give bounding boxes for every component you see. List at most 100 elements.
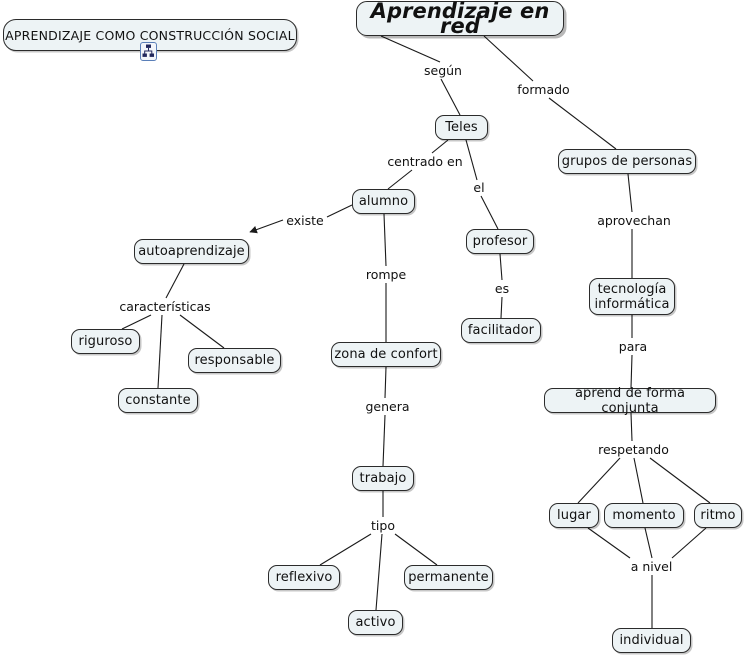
node-permanente[interactable]: permanente: [404, 565, 493, 590]
node-riguroso[interactable]: riguroso: [71, 329, 140, 354]
edge-tipo-activo: [375, 533, 383, 611]
node-alumno[interactable]: alumno: [352, 189, 415, 214]
node-label: reflexivo: [275, 570, 333, 585]
link-label-respetando[interactable]: respetando: [595, 442, 672, 458]
node-label: activo: [355, 615, 396, 630]
node-header[interactable]: APRENDIZAJE COMO CONSTRUCCIÓN SOCIAL: [3, 19, 297, 51]
node-grupos[interactable]: grupos de personas: [558, 149, 696, 174]
node-label: responsable: [194, 353, 275, 368]
node-zona[interactable]: zona de confort: [331, 342, 441, 367]
node-label: tecnología informática: [594, 281, 670, 312]
edge-tipo-permanente: [394, 533, 438, 566]
edge-aprendconj-respetando: [630, 412, 633, 442]
node-label: constante: [125, 393, 191, 408]
node-label: lugar: [557, 508, 591, 523]
edge-es-facilitador: [500, 296, 503, 319]
edge-grupos-aprovechan: [627, 173, 633, 213]
edge-zona-genera: [384, 366, 387, 399]
link-label-text: características: [119, 299, 211, 314]
node-momento[interactable]: momento: [604, 503, 684, 528]
edge-segun-teles: [440, 78, 461, 116]
edge-existe-auto: [249, 219, 284, 234]
node-trabajo[interactable]: trabajo: [352, 466, 414, 491]
link-label-text: genera: [365, 399, 410, 414]
edge-tipo-reflexivo: [319, 533, 372, 566]
link-label-segun[interactable]: según: [418, 63, 468, 79]
node-label: ritmo: [700, 508, 736, 523]
node-responsable[interactable]: responsable: [188, 348, 281, 373]
node-label: riguroso: [78, 334, 133, 349]
edge-profesor-es: [499, 253, 503, 281]
node-label: profesor: [472, 234, 528, 249]
node-label: autoaprendizaje: [138, 244, 245, 259]
node-label: Teles: [445, 120, 478, 135]
node-profesor[interactable]: profesor: [466, 229, 534, 254]
link-label-formado[interactable]: formado: [512, 82, 575, 98]
node-reflexivo[interactable]: reflexivo: [268, 565, 340, 590]
node-label: Aprendizaje en red: [370, 0, 550, 38]
edge-respetando-momento: [633, 457, 644, 504]
node-label: alumno: [358, 194, 409, 209]
edge-caract-constante: [157, 314, 163, 389]
link-label-text: tipo: [371, 518, 395, 533]
edge-para-aprendconj: [630, 354, 633, 389]
node-lugar[interactable]: lugar: [549, 503, 599, 528]
node-teles[interactable]: Teles: [435, 115, 488, 140]
edge-el-profesor: [480, 195, 499, 230]
link-label-a_nivel[interactable]: a nivel: [628, 559, 675, 575]
edge-teles-el: [465, 139, 478, 181]
node-ritmo[interactable]: ritmo: [694, 503, 742, 528]
concept-map-icon[interactable]: [140, 42, 157, 61]
link-label-text: rompe: [365, 267, 407, 282]
edge-teles-centrado: [431, 139, 449, 154]
node-label: APRENDIZAJE COMO CONSTRUCCIÓN SOCIAL: [5, 27, 295, 43]
edge-caract-responsable: [179, 314, 225, 349]
link-label-text: para: [618, 339, 648, 354]
edge-lugar-anivel: [587, 527, 631, 559]
link-label-el[interactable]: el: [471, 180, 487, 196]
link-label-existe[interactable]: existe: [283, 213, 327, 229]
link-label-rompe[interactable]: rompe: [364, 267, 408, 283]
link-label-centrado_en[interactable]: centrado en: [385, 154, 465, 170]
edge-ritmo-anivel: [671, 527, 707, 559]
link-label-es[interactable]: es: [493, 281, 511, 297]
node-individual[interactable]: individual: [612, 628, 691, 653]
link-label-aprovechan[interactable]: aprovechan: [595, 213, 673, 229]
edge-momento-anivel: [644, 527, 653, 559]
link-label-caracteristicas[interactable]: características: [119, 299, 211, 315]
node-tecnologia[interactable]: tecnología informática: [589, 278, 675, 315]
node-activo[interactable]: activo: [348, 610, 403, 635]
link-label-text: es: [494, 281, 510, 296]
node-label: individual: [619, 633, 684, 648]
node-facilitador[interactable]: facilitador: [461, 318, 541, 343]
link-label-text: a nivel: [630, 559, 673, 574]
link-label-text: el: [473, 180, 485, 195]
node-constante[interactable]: constante: [118, 388, 198, 413]
link-label-text: según: [424, 63, 462, 78]
node-autoaprend[interactable]: autoaprendizaje: [134, 239, 249, 264]
edge-caract-riguroso: [121, 314, 152, 330]
node-label: trabajo: [359, 471, 407, 486]
link-label-text: centrado en: [387, 154, 463, 169]
edge-genera-trabajo: [382, 414, 386, 467]
edge-title-formado: [483, 35, 534, 82]
node-label: zona de confort: [334, 347, 438, 362]
link-label-text: existe: [286, 213, 324, 228]
edge-formado-grupos: [548, 97, 617, 150]
hierarchy-glyph: [142, 44, 154, 57]
edge-alumno-rompe: [383, 213, 387, 267]
link-label-text: aprovechan: [597, 213, 671, 228]
link-label-para[interactable]: para: [617, 339, 649, 355]
edge-auto-caract: [165, 263, 185, 299]
node-label: permanente: [408, 570, 489, 585]
node-title[interactable]: Aprendizaje en red: [356, 0, 564, 38]
link-label-tipo[interactable]: tipo: [369, 518, 397, 534]
link-label-genera[interactable]: genera: [364, 399, 411, 415]
node-label: grupos de personas: [561, 154, 693, 169]
node-label: aprend de forma conjunta: [574, 385, 686, 416]
edge-respetando-lugar: [577, 457, 621, 504]
edge-centrado-alumno: [387, 169, 413, 190]
edge-respetando-ritmo: [649, 457, 711, 504]
node-aprendconj[interactable]: aprend de forma conjunta: [544, 385, 716, 416]
